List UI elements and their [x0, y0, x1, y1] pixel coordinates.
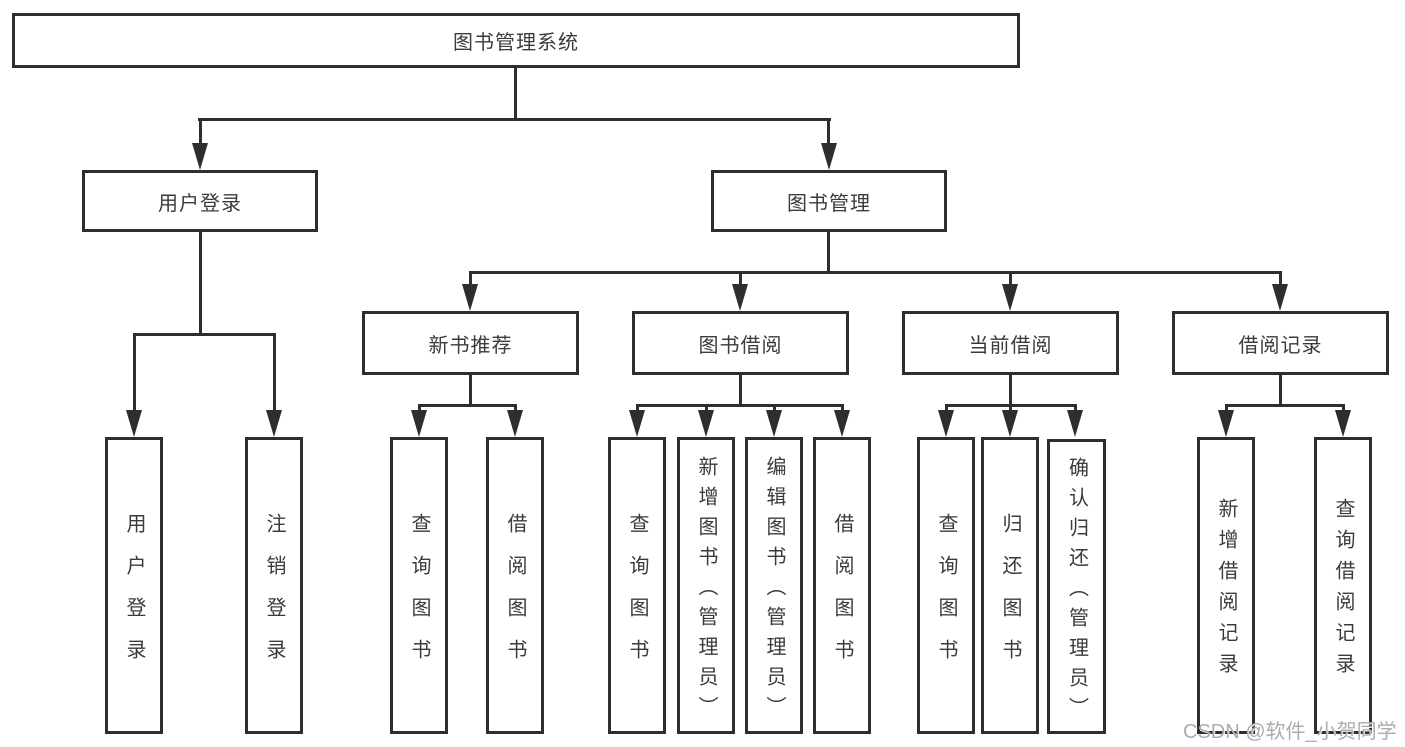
node-label: 图书管理系统: [453, 32, 579, 54]
arrowhead-down-icon: [462, 284, 478, 311]
node-label: 用户登录: [158, 192, 242, 215]
node-label: 借阅记录: [1238, 334, 1323, 357]
edge-recommend-stem: [469, 375, 472, 407]
arrowhead-down-icon: [821, 143, 837, 170]
node-book-management: 图书管理: [711, 170, 947, 232]
arrowhead-down-icon: [732, 284, 748, 311]
leaf-query-books-recommend: 查询图书: [390, 437, 448, 734]
arrowhead-down-icon: [1002, 410, 1018, 437]
arrowhead-down-icon: [938, 410, 954, 437]
edge-stem-l2: [739, 271, 742, 289]
arrowhead-down-icon: [192, 143, 208, 170]
leaf-add-books-admin: 新增图书（管理员）: [677, 437, 735, 734]
node-label: 归还图书: [999, 512, 1021, 681]
edge-login-split: [133, 333, 276, 336]
edge-root-stem: [514, 68, 517, 121]
leaf-user-login: 用户登录: [105, 437, 163, 734]
node-label: 注销登录: [263, 512, 285, 681]
edge-stem-leaf: [273, 333, 276, 415]
edge-stem-leaf: [133, 333, 136, 415]
leaf-return-books: 归还图书: [981, 437, 1039, 734]
node-label: 图书借阅: [698, 334, 783, 357]
arrowhead-down-icon: [629, 410, 645, 437]
arrowhead-down-icon: [1218, 410, 1234, 437]
arrowhead-down-icon: [1272, 284, 1288, 311]
arrowhead-down-icon: [266, 410, 282, 437]
edge-stem-l2: [1279, 271, 1282, 289]
leaf-query-books-borrow: 查询图书: [608, 437, 666, 734]
arrowhead-down-icon: [1067, 410, 1083, 437]
node-label: 确认归还（管理员）: [1065, 456, 1088, 727]
edge-records-split: [1225, 404, 1345, 407]
node-label: 编辑图书（管理员）: [763, 455, 785, 726]
edge-stem-book-management: [827, 118, 830, 164]
arrowhead-down-icon: [126, 410, 142, 437]
arrowhead-down-icon: [834, 410, 850, 437]
watermark: CSDN @软件_小贺同学: [1183, 721, 1397, 743]
edge-current-stem: [1009, 375, 1012, 407]
edge-borrow-split: [636, 404, 844, 407]
node-label: 新增借阅记录: [1215, 498, 1237, 684]
node-book-borrowing: 图书借阅: [632, 311, 849, 375]
leaf-confirm-return-admin: 确认归还（管理员）: [1047, 439, 1106, 734]
leaf-logout: 注销登录: [245, 437, 303, 734]
node-user-login: 用户登录: [82, 170, 318, 232]
edge-stem-l2: [1009, 271, 1012, 289]
node-label: 新书推荐: [428, 334, 513, 357]
node-label: 当前借阅: [968, 334, 1053, 357]
node-label: 查询图书: [935, 512, 957, 681]
edge-root-split: [198, 118, 831, 121]
node-current-borrowing: 当前借阅: [902, 311, 1119, 375]
edge-mgmt-split: [469, 271, 1282, 274]
leaf-borrow-books: 借阅图书: [813, 437, 871, 734]
edge-stem-user-login: [199, 118, 202, 164]
arrowhead-down-icon: [1335, 410, 1351, 437]
leaf-add-borrow-record: 新增借阅记录: [1197, 437, 1255, 734]
node-borrow-records: 借阅记录: [1172, 311, 1389, 375]
edge-login-stem: [199, 232, 202, 336]
node-label: 查询图书: [408, 512, 430, 681]
leaf-edit-books-admin: 编辑图书（管理员）: [745, 437, 803, 734]
edge-mgmt-stem: [827, 232, 830, 274]
edge-records-stem: [1279, 375, 1282, 407]
node-label: 新增图书（管理员）: [695, 455, 717, 726]
leaf-query-books-current: 查询图书: [917, 437, 975, 734]
node-new-book-recommend: 新书推荐: [362, 311, 579, 375]
edge-borrow-stem: [739, 375, 742, 407]
arrowhead-down-icon: [507, 410, 523, 437]
edge-recommend-split: [418, 404, 517, 407]
arrowhead-down-icon: [766, 410, 782, 437]
arrowhead-down-icon: [411, 410, 427, 437]
leaf-query-borrow-record: 查询借阅记录: [1314, 437, 1372, 734]
node-label: 查询借阅记录: [1332, 498, 1354, 684]
node-label: 图书管理: [787, 192, 871, 215]
node-label: 用户登录: [123, 512, 145, 681]
leaf-borrow-books-recommend: 借阅图书: [486, 437, 544, 734]
edge-stem-l2: [469, 271, 472, 289]
node-label: 借阅图书: [831, 512, 853, 681]
node-label: 借阅图书: [504, 512, 526, 681]
node-root: 图书管理系统: [12, 13, 1020, 68]
arrowhead-down-icon: [1002, 284, 1018, 311]
arrowhead-down-icon: [698, 410, 714, 437]
node-label: 查询图书: [626, 512, 648, 681]
